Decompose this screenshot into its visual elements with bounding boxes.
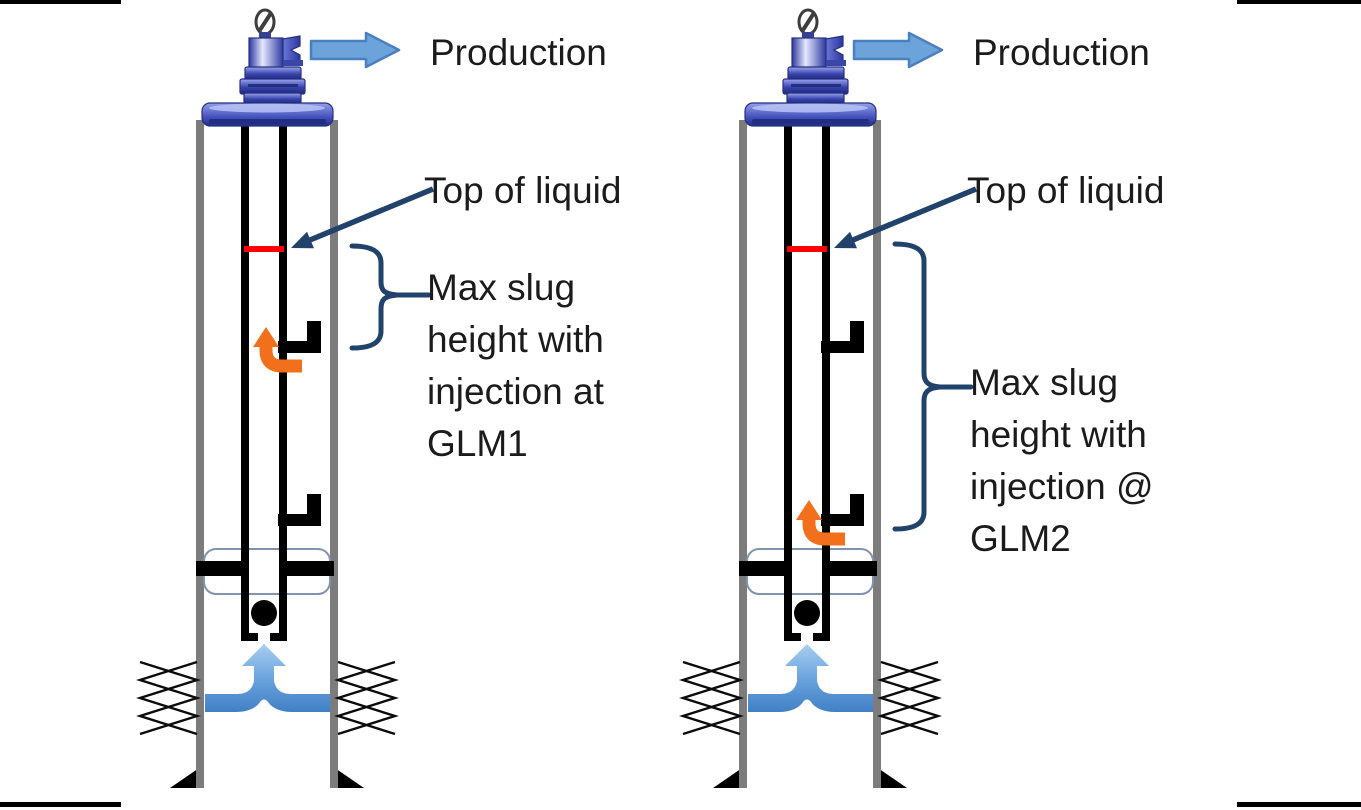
max-slug-note-glm2: Max slug height with injection @ GLM2 <box>970 362 1154 559</box>
production-label-left: Production <box>430 32 607 73</box>
frame-border-top-right <box>1237 0 1361 4</box>
max-slug-brace-glm1 <box>349 243 432 351</box>
production-label-right: Production <box>973 32 1150 73</box>
well-diagram-glm2 <box>683 10 976 788</box>
max-slug-brace-glm2 <box>892 241 974 532</box>
max-slug-note-glm1: Max slug height with injection at GLM1 <box>427 267 604 464</box>
frame-border-bottom-left <box>0 802 121 807</box>
well-diagram-glm1 <box>140 10 433 788</box>
top-of-liquid-label-right: Top of liquid <box>967 170 1165 211</box>
frame-border-bottom-right <box>1237 802 1361 807</box>
frame-border-top-left <box>0 0 121 4</box>
top-of-liquid-label-left: Top of liquid <box>424 170 622 211</box>
